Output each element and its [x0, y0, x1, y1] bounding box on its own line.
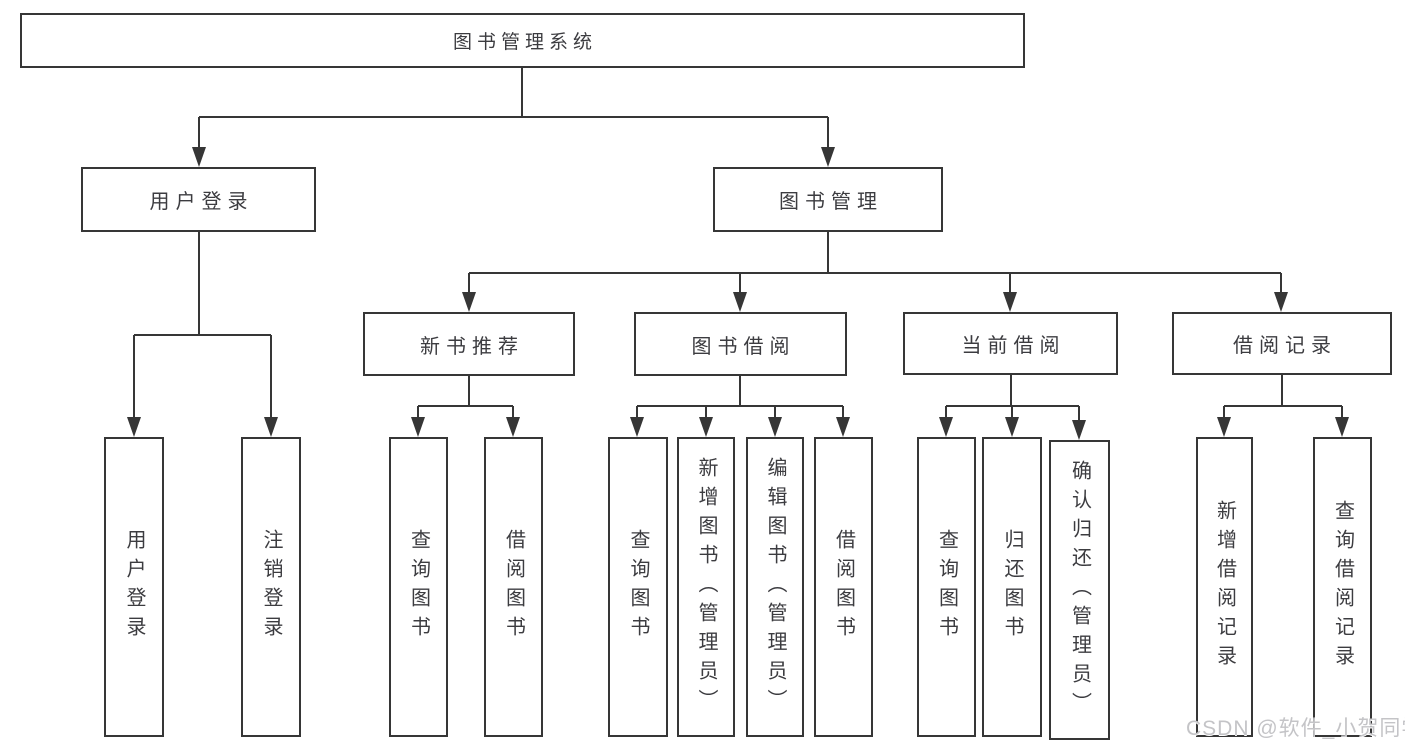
leaf-recommend-borrow-books-label: 借阅图书	[502, 529, 525, 645]
tree-branch-lines	[133, 68, 1343, 423]
node-current-borrow: 当前借阅	[903, 312, 1118, 375]
leaf-borrow-edit-books-admin: 编辑图书（管理员）	[746, 437, 804, 737]
leaf-records-query-record-label: 查询借阅记录	[1331, 500, 1354, 674]
node-new-book-recommend: 新书推荐	[363, 312, 575, 376]
leaf-borrow-edit-books-admin-label: 编辑图书（管理员）	[764, 456, 786, 718]
node-borrow-records: 借阅记录	[1172, 312, 1392, 375]
leaf-records-query-record: 查询借阅记录	[1313, 437, 1372, 737]
leaf-recommend-query-books-label: 查询图书	[407, 529, 430, 645]
leaf-borrow-add-books-admin-label: 新增图书（管理员）	[695, 456, 717, 718]
leaf-borrow-borrow-books-label: 借阅图书	[832, 529, 855, 645]
leaf-recommend-borrow-books: 借阅图书	[484, 437, 543, 737]
leaf-logout-label: 注销登录	[260, 529, 282, 645]
leaf-borrow-add-books-admin: 新增图书（管理员）	[677, 437, 735, 737]
leaf-current-confirm-return-admin: 确认归还（管理员）	[1049, 440, 1110, 740]
arrowheads	[127, 147, 1349, 440]
leaf-logout: 注销登录	[241, 437, 301, 737]
leaf-borrow-query-books-label: 查询图书	[627, 529, 649, 645]
leaf-records-add-record-label: 新增借阅记录	[1213, 500, 1236, 674]
leaf-current-return-books-label: 归还图书	[1001, 529, 1023, 645]
leaf-current-query-books-label: 查询图书	[935, 529, 958, 645]
csdn-watermark: CSDN @软件_小贺同学	[1186, 717, 1405, 740]
leaf-records-add-record: 新增借阅记录	[1196, 437, 1253, 737]
node-book-management: 图书管理	[713, 167, 943, 232]
leaf-borrow-borrow-books: 借阅图书	[814, 437, 873, 737]
node-book-borrow: 图书借阅	[634, 312, 847, 376]
leaf-user-login: 用户登录	[104, 437, 164, 737]
leaf-current-confirm-return-admin-label: 确认归还（管理员）	[1068, 459, 1091, 721]
leaf-borrow-query-books: 查询图书	[608, 437, 668, 737]
leaf-current-query-books: 查询图书	[917, 437, 976, 737]
leaf-recommend-query-books: 查询图书	[389, 437, 448, 737]
leaf-user-login-label: 用户登录	[123, 529, 145, 645]
node-user-login: 用户登录	[81, 167, 316, 232]
node-library-management-system: 图书管理系统	[20, 13, 1025, 68]
leaf-current-return-books: 归还图书	[982, 437, 1042, 737]
